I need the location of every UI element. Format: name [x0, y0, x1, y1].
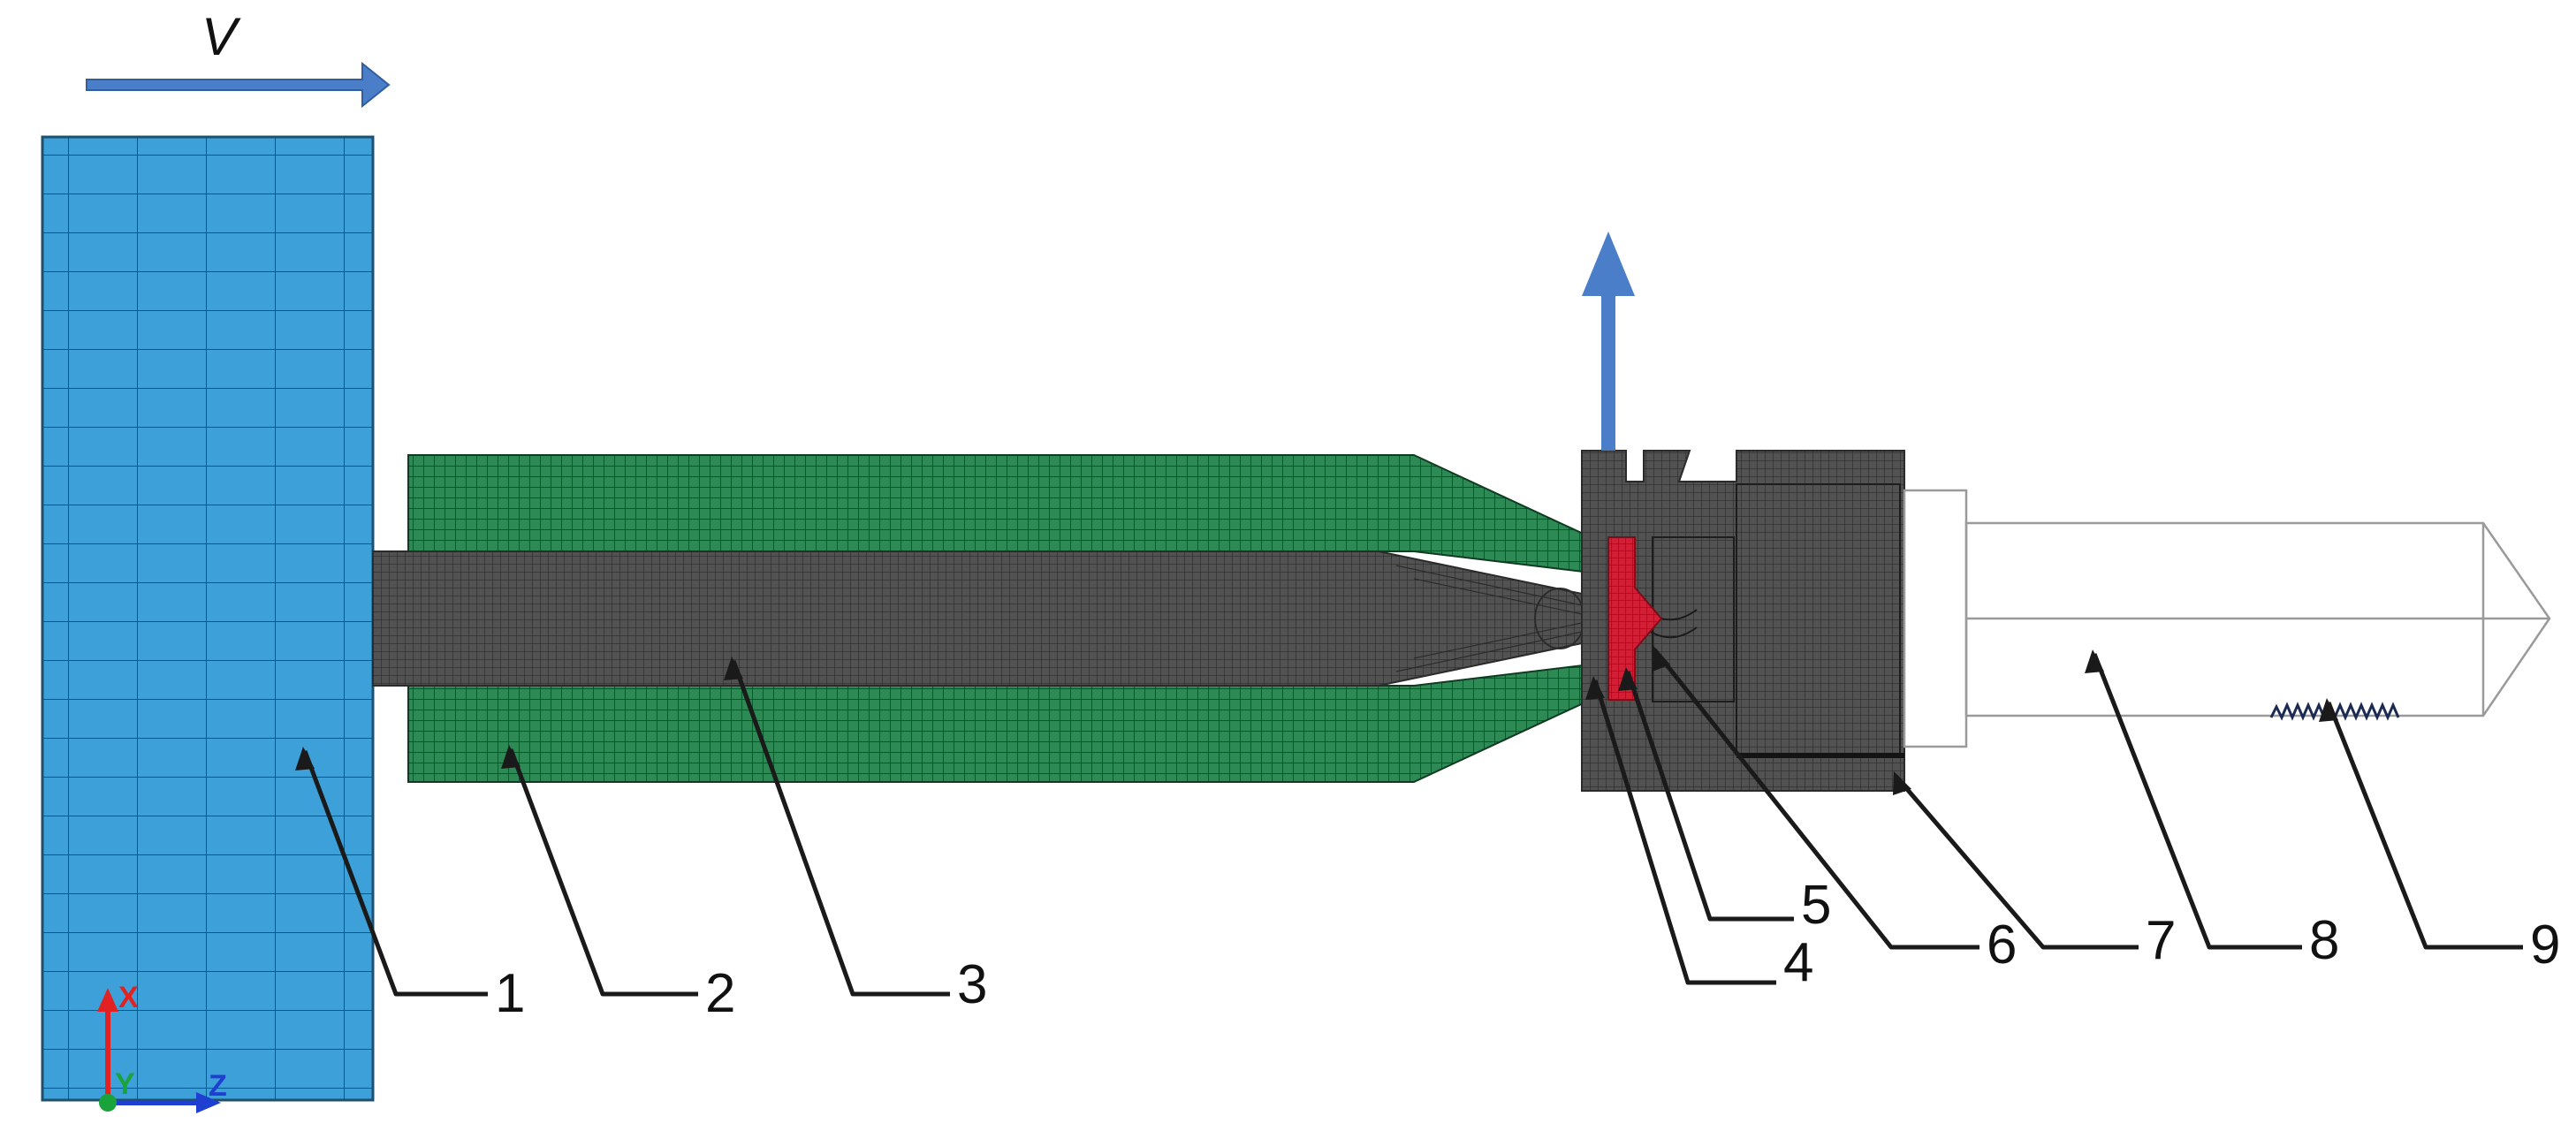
callout-2: 2: [705, 963, 735, 1024]
callout-1: 1: [495, 963, 525, 1024]
red-charge: [1607, 536, 1663, 701]
leader-line-1: [302, 750, 488, 997]
outlined-cylinder: [1903, 489, 2551, 748]
velocity-label: V: [201, 7, 241, 66]
leader-line-8: [2092, 653, 2302, 950]
axis-z-label: Z: [209, 1069, 227, 1103]
leader-line-4: [1592, 679, 1776, 985]
callout-9: 9: [2530, 915, 2560, 975]
axis-triad: [97, 988, 221, 1113]
callout-4: 4: [1783, 932, 1813, 993]
leader-line-6: [1653, 648, 1979, 950]
leader-arrowheads: [295, 645, 2338, 795]
callout-7: 7: [2146, 910, 2176, 971]
callout-5: 5: [1801, 875, 1831, 936]
axis-x-label: X: [118, 981, 139, 1014]
callout-8: 8: [2309, 910, 2339, 971]
leader-line-5: [1625, 671, 1794, 922]
central-rod: [372, 550, 1585, 687]
housing-assembly: [1581, 450, 1905, 792]
leader-line-7: [1894, 774, 2139, 950]
leader-line-3: [731, 660, 950, 997]
leader-line-2: [508, 748, 698, 997]
ejection-arrow: [1582, 232, 1635, 451]
leader-line-9: [2326, 702, 2523, 950]
callout-6: 6: [1987, 915, 2017, 975]
impactor-block: [41, 135, 375, 1102]
callout-3: 3: [957, 954, 987, 1015]
axis-y-label: Y: [115, 1067, 135, 1101]
green-sleeve: [407, 454, 1592, 783]
velocity-arrow: [86, 61, 391, 109]
